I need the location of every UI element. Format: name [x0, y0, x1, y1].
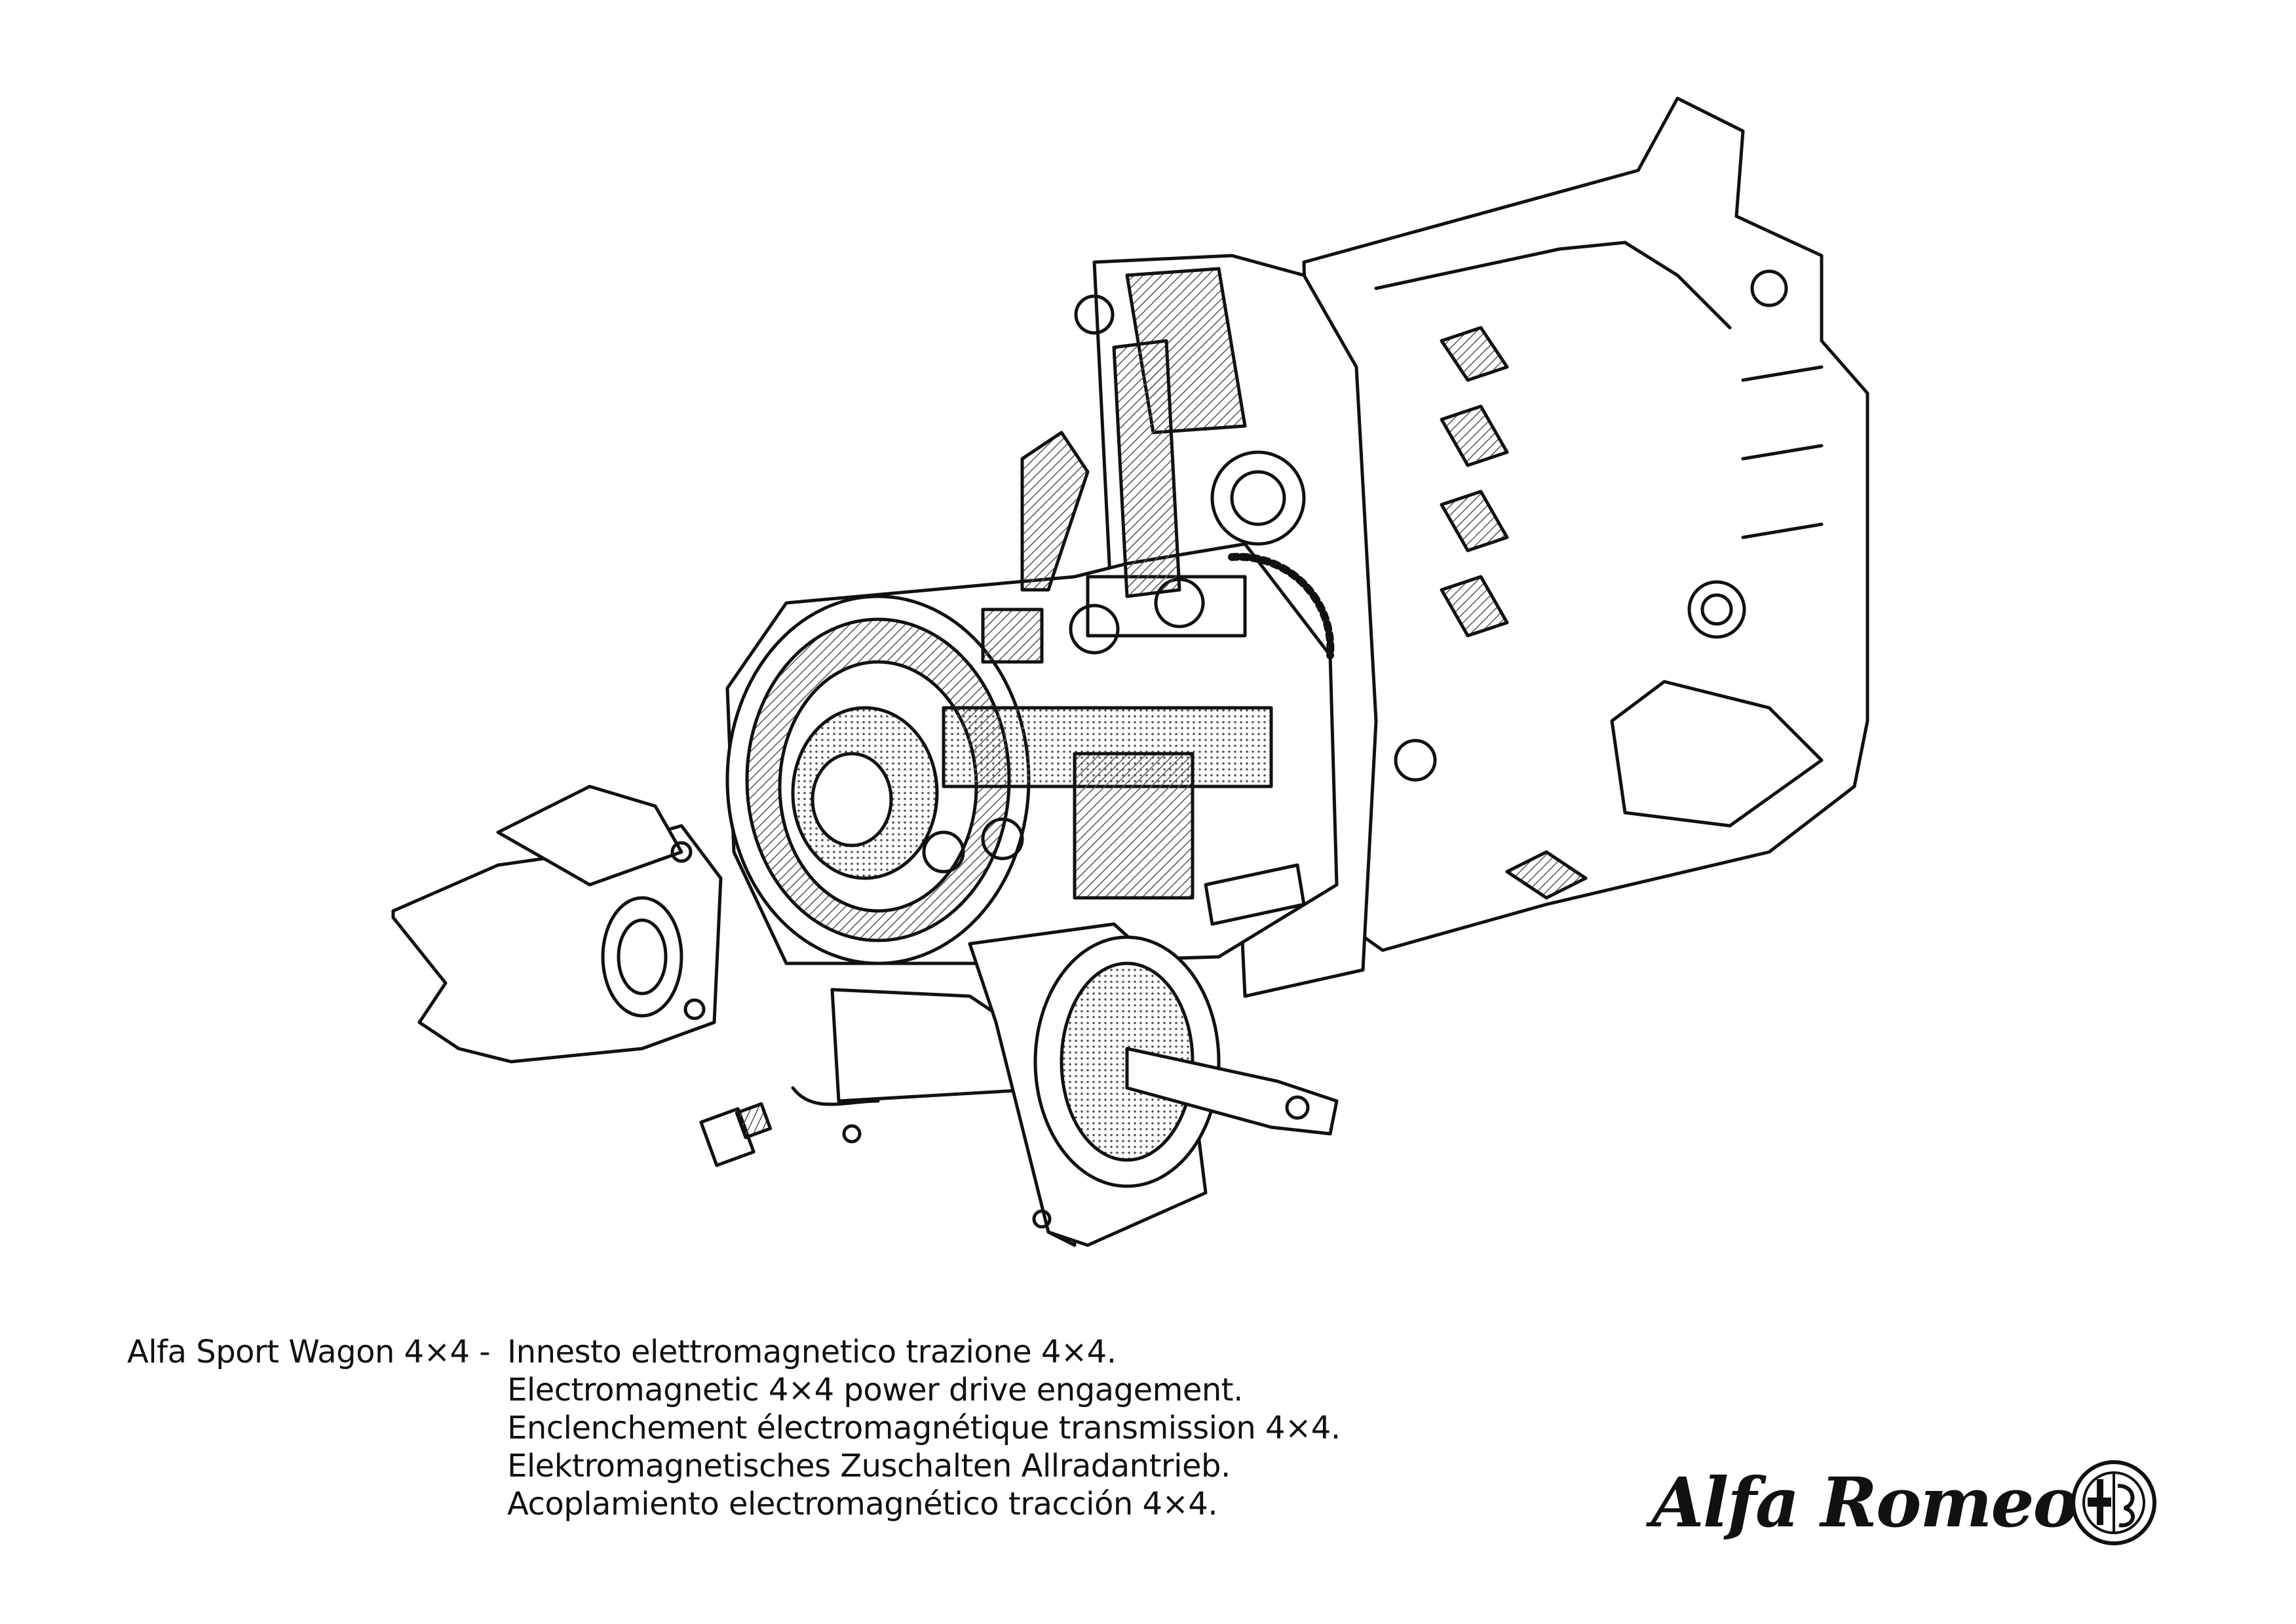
coupling-cutaway [725, 339, 1339, 965]
caption-text-de: Elektromagnetisches Zuschalten Allradant… [507, 1448, 1231, 1484]
caption-text-fr: Enclenchement électromagnétique transmis… [507, 1410, 1341, 1446]
transmission-cutaway-illustration [391, 96, 1869, 1247]
caption-line: Electromagnetic 4×4 power drive engageme… [127, 1371, 1341, 1409]
caption-block: Alfa Sport Wagon 4×4 - Innesto elettroma… [127, 1333, 1341, 1523]
caption-line: Enclenchement électromagnétique transmis… [127, 1409, 1341, 1447]
caption-model: Alfa Sport Wagon 4×4 - [127, 1334, 491, 1370]
logo-wordmark: Alfa Romeo [1651, 1462, 2078, 1543]
caption-line: Elektromagnetisches Zuschalten Allradant… [127, 1447, 1341, 1485]
propeller-shaft-yoke [391, 784, 723, 1064]
caption-line: Acoplamiento electromagnético tracción 4… [127, 1485, 1341, 1523]
gearbox-casing [1302, 96, 1869, 952]
electrical-connector [699, 1086, 880, 1167]
caption-text-it: Innesto elettromagnetico trazione 4×4. [507, 1334, 1117, 1370]
caption-text-en: Electromagnetic 4×4 power drive engageme… [507, 1372, 1243, 1408]
caption-text-es: Acoplamiento electromagnético tracción 4… [507, 1486, 1218, 1522]
caption-line: Alfa Sport Wagon 4×4 - Innesto elettroma… [127, 1333, 1341, 1371]
alfa-romeo-badge-icon [2071, 1460, 2156, 1545]
mounting-bracket [830, 863, 1339, 1247]
alfa-romeo-logo: Alfa Romeo [1651, 1458, 2156, 1556]
